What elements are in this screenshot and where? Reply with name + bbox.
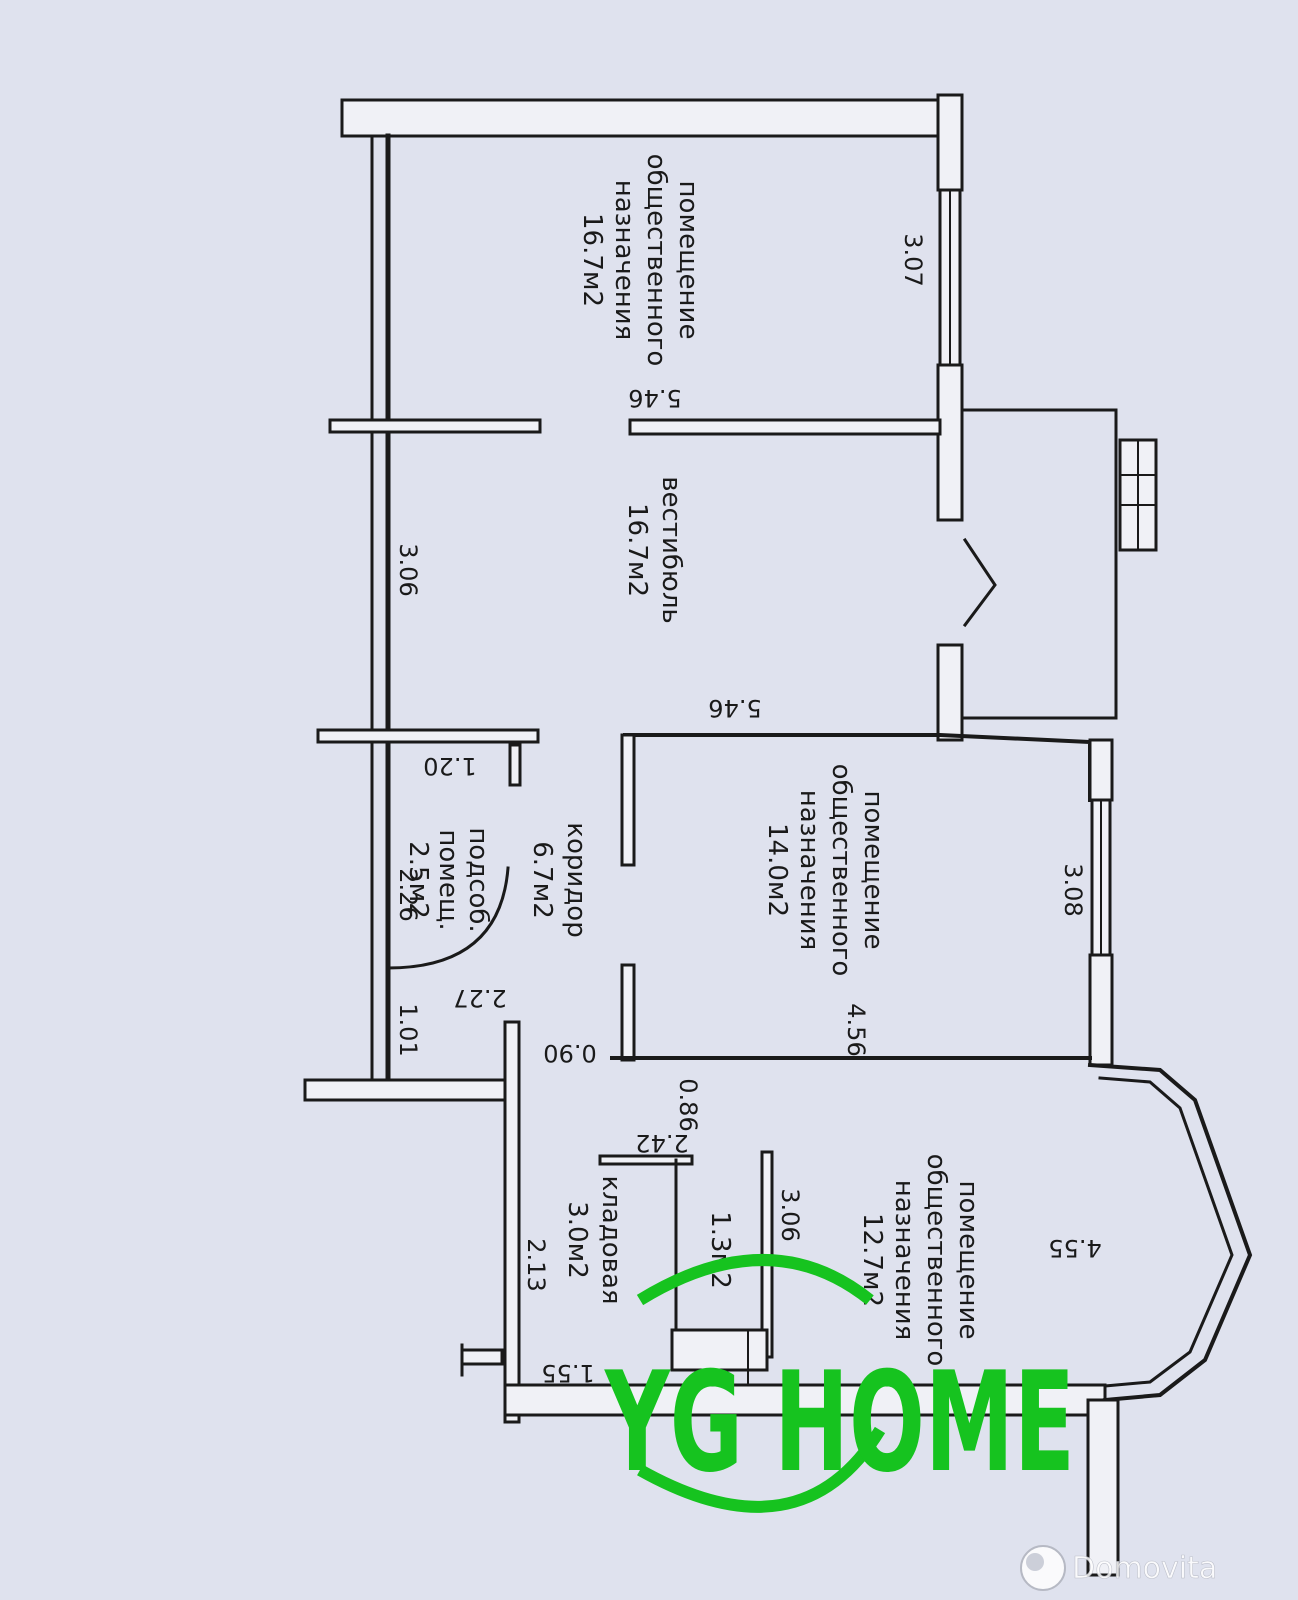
room-corridor: коридор 6.7м2 — [527, 822, 591, 937]
dim-2-27: 2.27 — [453, 984, 506, 1012]
dim-3-07: 3.07 — [899, 233, 927, 286]
dim-2-26: 2.26 — [394, 868, 422, 921]
dim-0-86: 0.86 — [674, 1078, 702, 1131]
bay-window-outer — [1087, 1062, 1253, 1403]
room-office-mid-line2: общественного — [826, 764, 856, 977]
room-office-mid-line3: назначения — [794, 790, 824, 951]
bay-window-inner — [1098, 1076, 1234, 1388]
watermark-text: YG HOME — [604, 1342, 1075, 1503]
dim-3-08: 3.08 — [1059, 863, 1087, 916]
utility-wall-stub — [508, 743, 522, 787]
room-office-mid: помещение общественного назначения 14.0м… — [762, 764, 888, 977]
dim-2-42: 2.42 — [635, 1129, 688, 1157]
dim-1-01: 1.01 — [394, 1003, 422, 1056]
dim-5-46-mid: 5.46 — [708, 694, 761, 722]
porch-outline — [960, 408, 1118, 720]
corridor-wall-upper — [620, 733, 636, 867]
right-wall-office-mid-b — [1088, 953, 1114, 1067]
dim-1-55: 1.55 — [541, 1359, 594, 1387]
room-office-bottom-line1: помещение — [953, 1181, 983, 1340]
domovita-text: Domovita — [1072, 1551, 1217, 1586]
room-labels: помещение общественного назначения 16.7м… — [403, 154, 983, 1367]
dim-1-20: 1.20 — [423, 752, 476, 780]
room-office-bottom-line3: назначения — [889, 1180, 919, 1341]
dim-4-55: 4.55 — [1048, 1234, 1101, 1262]
bottom-right-wall — [1086, 1398, 1120, 1577]
room-utility-name: подсоб. — [463, 827, 493, 932]
room-corridor-name: коридор — [561, 822, 591, 937]
room-vestibule: вестибюль 16.7м2 — [622, 476, 686, 624]
room-office-top-line2: общественного — [641, 154, 671, 367]
watermark-swoosh — [637, 1426, 886, 1513]
partition-right-top — [628, 418, 942, 436]
dim-3-06-left: 3.06 — [394, 543, 422, 596]
room-wc-area: 1.3м2 — [705, 1211, 735, 1289]
room-utility-area: 2.5м2 — [403, 841, 433, 919]
dimension-labels: 5.46 3.07 3.06 5.46 1.20 2.26 2.27 1.01 … — [394, 233, 1102, 1387]
dim-4-56: 4.56 — [842, 1003, 870, 1056]
room-storage-name: кладовая — [596, 1175, 626, 1304]
right-wall-mid — [936, 363, 964, 522]
dim-2-13: 2.13 — [522, 1238, 550, 1291]
utility-door-arc — [386, 866, 510, 970]
room-utility-name2: помещ. — [433, 829, 463, 930]
entrance-door — [962, 537, 997, 628]
room-office-top-area: 16.7м2 — [577, 213, 607, 307]
storage-left-wall — [503, 1020, 521, 1424]
wc-base — [670, 1328, 769, 1372]
room-office-bottom-line2: общественного — [921, 1154, 951, 1367]
right-wall-lower — [936, 643, 964, 742]
dim-0-90: 0.90 — [543, 1039, 596, 1067]
room-wc: 1.3м2 — [705, 1211, 735, 1289]
room-office-top-line1: помещение — [673, 181, 703, 340]
partition-left-mid — [316, 728, 540, 744]
room-office-mid-area: 14.0м2 — [762, 823, 792, 917]
room-vestibule-name: вестибюль — [656, 476, 686, 624]
room-office-top: помещение общественного назначения 16.7м… — [577, 154, 703, 367]
yg-home-watermark: YG HOME — [604, 1254, 1075, 1513]
bottom-wall-stub — [460, 1348, 504, 1366]
right-wall-upper — [936, 93, 964, 192]
dim-5-46-top: 5.46 — [628, 384, 681, 412]
room-office-bottom: помещение общественного назначения 12.7м… — [857, 1154, 983, 1367]
domovita-badge: Domovita — [1020, 1545, 1218, 1591]
room-office-mid-line1: помещение — [858, 791, 888, 950]
room-vestibule-area: 16.7м2 — [622, 503, 652, 597]
room-corridor-area: 6.7м2 — [527, 841, 557, 919]
corridor-wall-lower — [620, 963, 636, 1062]
room-storage: кладовая 3.0м2 — [562, 1175, 626, 1304]
domovita-logo-icon — [1020, 1545, 1066, 1591]
bottom-exterior-wall — [503, 1383, 1107, 1417]
partition-left-bottom — [303, 1078, 512, 1102]
watermark-roof-arc — [636, 1254, 874, 1306]
room-utility: подсоб. помещ. 2.5м2 — [403, 827, 493, 932]
room-office-top-line3: назначения — [609, 180, 639, 341]
storage-top-wall — [598, 1154, 694, 1166]
right-wall-office-mid-a — [1088, 738, 1114, 802]
room-storage-area: 3.0м2 — [562, 1201, 592, 1279]
top-exterior-wall — [340, 98, 964, 138]
partition-left-top — [328, 418, 542, 434]
dim-3-06-bottom: 3.06 — [776, 1188, 804, 1241]
